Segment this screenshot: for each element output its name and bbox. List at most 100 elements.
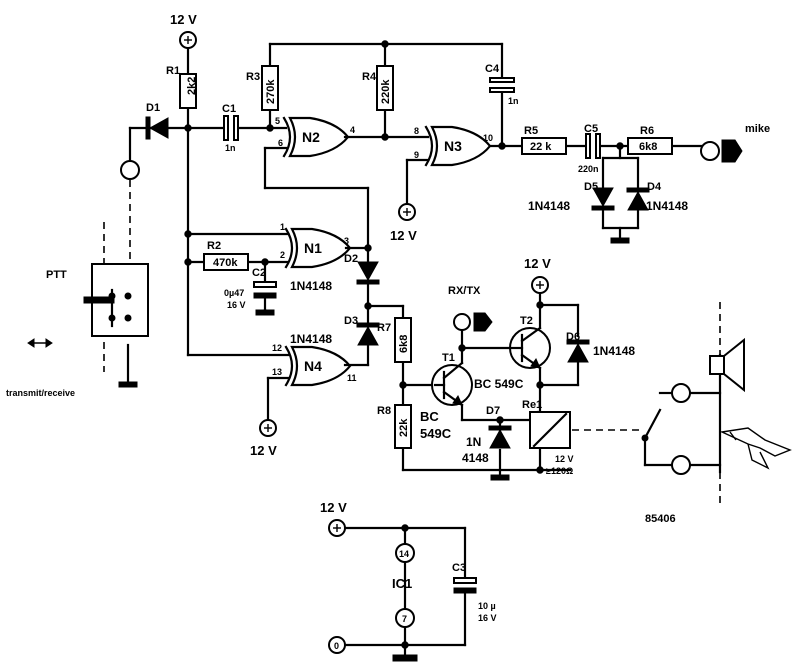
gate-n2: N2 5 6 4	[275, 116, 355, 158]
transmit-receive-label: transmit/receive	[6, 388, 75, 398]
svg-text:13: 13	[272, 367, 282, 377]
svg-text:D7: D7	[486, 405, 500, 417]
svg-text:1n: 1n	[225, 143, 236, 153]
svg-text:C5: C5	[584, 123, 598, 135]
svg-text:N4: N4	[304, 358, 322, 374]
diode-d2: D2 1N4148	[290, 253, 380, 293]
speaker-icon	[709, 337, 745, 393]
svg-text:14: 14	[399, 549, 409, 559]
svg-text:D4: D4	[647, 181, 662, 193]
gate-n4: N4 12 13 11	[272, 343, 357, 387]
svg-text:9: 9	[414, 150, 419, 160]
diode-d5: D5 1N4148	[528, 181, 615, 213]
svg-text:16 V: 16 V	[478, 613, 497, 623]
svg-text:R8: R8	[377, 405, 391, 417]
svg-text:R2: R2	[207, 240, 221, 252]
svg-text:470k: 470k	[213, 257, 238, 269]
svg-text:BC 549C: BC 549C	[474, 377, 524, 391]
ic1-label: IC1	[392, 576, 412, 591]
capacitor-c1: C1 1n	[222, 103, 239, 153]
supply-terminal-t2: 12 V	[524, 256, 551, 294]
capacitor-c4: C4 1n	[485, 63, 519, 106]
relay-contact	[641, 408, 662, 442]
svg-text:220k: 220k	[380, 79, 392, 104]
contact-terminal-lower	[671, 455, 691, 475]
ground-terminal-zero: 0	[328, 636, 346, 654]
ic-pin-7: 7	[395, 608, 415, 628]
svg-text:12: 12	[272, 343, 282, 353]
figure-code: 85406	[645, 513, 676, 525]
svg-text:1N4148: 1N4148	[646, 199, 688, 213]
svg-text:R7: R7	[377, 322, 391, 334]
relay-re1: Re1 12 V ≥120Ω	[522, 399, 574, 476]
supply-terminal-n3: 12 V	[390, 203, 417, 243]
ic-pin-14: 14	[395, 543, 415, 563]
svg-text:12 V: 12 V	[170, 12, 197, 27]
gate-n3: N3 8 9 10	[414, 125, 493, 167]
capacitor-c5: C5 220n	[578, 123, 601, 174]
svg-text:3: 3	[344, 236, 349, 246]
svg-text:220n: 220n	[578, 164, 599, 174]
svg-text:1n: 1n	[508, 96, 519, 106]
svg-text:D2: D2	[344, 253, 358, 265]
svg-text:10: 10	[483, 133, 493, 143]
svg-text:C4: C4	[485, 63, 500, 75]
svg-text:N2: N2	[302, 129, 320, 145]
svg-text:R3: R3	[246, 71, 260, 83]
resistor-r2: 470k R2	[203, 240, 249, 271]
svg-text:270k: 270k	[265, 79, 277, 104]
svg-text:12 V: 12 V	[250, 443, 277, 458]
svg-text:12 V: 12 V	[320, 500, 347, 515]
capacitor-c3: C3 10 µ 16 V	[452, 562, 497, 623]
crocodile-clip-icon	[719, 427, 792, 470]
svg-text:1N4148: 1N4148	[593, 344, 635, 358]
contact-terminal-upper	[671, 383, 691, 403]
svg-text:1: 1	[280, 222, 285, 232]
double-arrow-icon	[27, 338, 53, 348]
svg-text:≥120Ω: ≥120Ω	[546, 466, 573, 476]
svg-text:Re1: Re1	[522, 399, 542, 411]
svg-text:D1: D1	[146, 102, 160, 114]
svg-text:5: 5	[275, 116, 280, 126]
resistor-r1: 2k2 R1	[166, 65, 198, 109]
svg-text:12 V: 12 V	[524, 256, 551, 271]
resistor-r7: 6k8 R7	[377, 317, 412, 363]
transistor-t2: T2	[508, 315, 551, 370]
svg-text:R5: R5	[524, 125, 538, 137]
svg-text:mike: mike	[745, 123, 770, 135]
resistor-r6: 6k8 R6	[627, 125, 673, 155]
svg-text:4: 4	[350, 125, 355, 135]
svg-text:D3: D3	[344, 315, 358, 327]
svg-text:1N4148: 1N4148	[290, 279, 332, 293]
supply-terminal-top-left: 12 V	[170, 12, 197, 49]
svg-text:N1: N1	[304, 240, 322, 256]
svg-text:T2: T2	[520, 315, 533, 327]
diode-d6: D6 1N4148	[566, 331, 635, 363]
svg-text:T1: T1	[442, 352, 455, 364]
diode-d1: D1	[145, 102, 169, 140]
svg-text:BC: BC	[420, 409, 439, 424]
resistor-r8: 22k R8	[377, 404, 412, 449]
supply-terminal-n4: 12 V	[250, 419, 277, 458]
ptt-switch-icon: PTT	[46, 263, 149, 337]
supply-terminal-ic: 12 V	[320, 500, 347, 537]
svg-text:16 V: 16 V	[227, 300, 246, 310]
svg-text:0µ47: 0µ47	[224, 288, 244, 298]
svg-text:1N4148: 1N4148	[528, 199, 570, 213]
svg-text:C2: C2	[252, 267, 266, 279]
gate-n1: N1 1 2 3	[280, 222, 352, 269]
ptt-terminal	[120, 160, 140, 180]
svg-text:C3: C3	[452, 562, 466, 574]
resistor-r4: 220k R4	[362, 65, 394, 111]
svg-text:6k8: 6k8	[398, 335, 410, 353]
svg-text:7: 7	[402, 614, 407, 624]
svg-text:22k: 22k	[398, 418, 410, 437]
svg-text:R6: R6	[640, 125, 654, 137]
capacitor-c2: C2 0µ47 16 V	[224, 267, 277, 310]
svg-text:4148: 4148	[462, 451, 489, 465]
diode-d3: D3 1N4148	[290, 315, 380, 346]
resistor-r5: 22 k R5	[521, 125, 567, 155]
svg-text:R1: R1	[166, 65, 180, 77]
